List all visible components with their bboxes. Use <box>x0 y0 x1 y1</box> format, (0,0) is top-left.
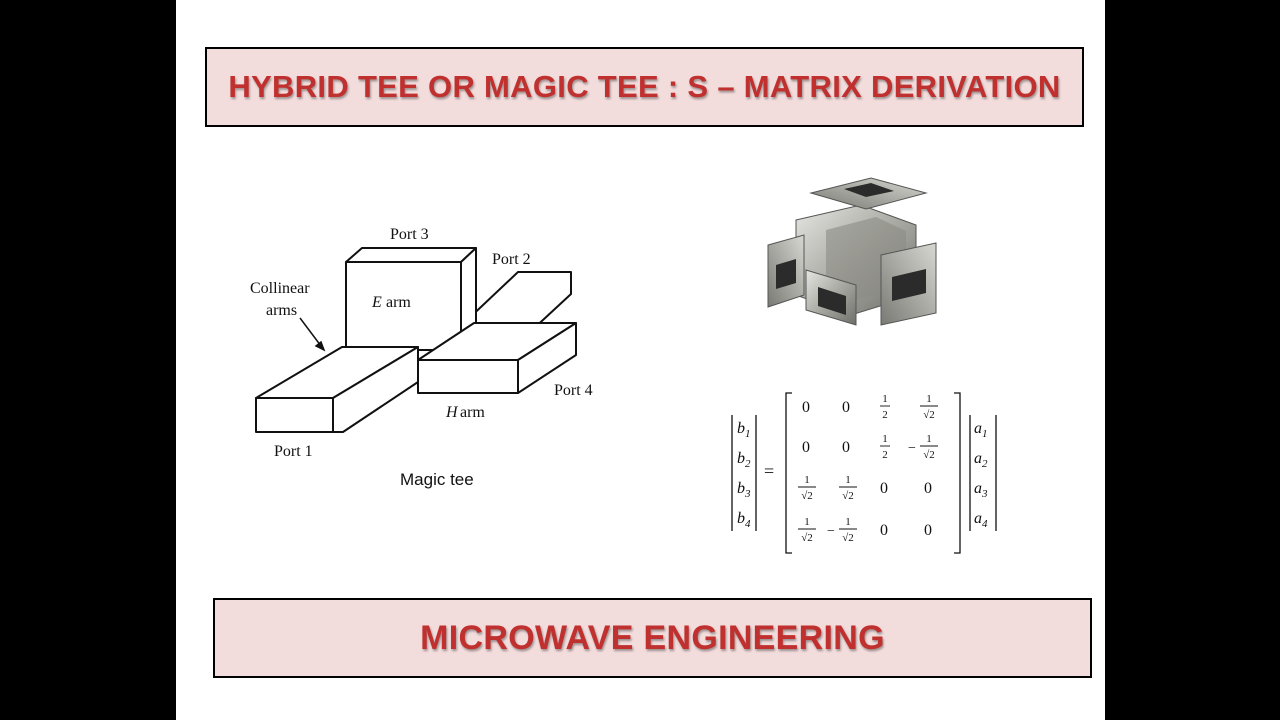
port1-arm-front <box>255 397 334 433</box>
port3-label: Port 3 <box>390 226 429 243</box>
slide-title: HYBRID TEE OR MAGIC TEE : S – MATRIX DER… <box>228 69 1061 104</box>
b2: b2 <box>737 450 751 470</box>
magic-tee-diagram: Port 3 Port 2 Port 4 Port 1 Collinear ar… <box>250 226 593 460</box>
s12: 0 <box>842 399 850 416</box>
s31-num: 1 <box>804 474 810 486</box>
port1-arm-side <box>332 346 419 433</box>
s42-minus: − <box>827 524 835 539</box>
s23-den: 2 <box>882 449 888 461</box>
s32-den: √2 <box>842 490 854 502</box>
b3: b3 <box>737 480 751 500</box>
s42-den: √2 <box>842 532 854 544</box>
s42-num: 1 <box>845 516 851 528</box>
collinear-label-line2: arms <box>266 302 297 319</box>
s24-den: √2 <box>923 449 935 461</box>
s33: 0 <box>880 480 888 497</box>
e-arm-top <box>345 247 477 263</box>
course-title: MICROWAVE ENGINEERING <box>420 618 885 657</box>
s24-num: 1 <box>926 433 932 445</box>
s-matrix-equation: b1 b2 b3 b4 = 0 0 1 2 1 √2 0 0 1 2 − 1 √… <box>731 392 997 554</box>
s32-num: 1 <box>845 474 851 486</box>
h-arm-word: arm <box>460 404 485 421</box>
e-arm-word: arm <box>386 294 411 311</box>
title-banner: HYBRID TEE OR MAGIC TEE : S – MATRIX DER… <box>205 47 1084 127</box>
s31-den: √2 <box>801 490 813 502</box>
s34: 0 <box>924 480 932 497</box>
footer-banner: MICROWAVE ENGINEERING <box>213 598 1092 678</box>
b4: b4 <box>737 510 751 530</box>
s22: 0 <box>842 439 850 456</box>
s44: 0 <box>924 522 932 539</box>
s13-den: 2 <box>882 409 888 421</box>
s13-num: 1 <box>882 393 888 405</box>
a4: a4 <box>974 510 988 530</box>
port2-label: Port 2 <box>492 251 531 268</box>
s24-minus: − <box>908 441 916 456</box>
h-arm-letter: H <box>445 404 459 421</box>
s11: 0 <box>802 399 810 416</box>
magic-tee-photo <box>767 177 937 326</box>
s21: 0 <box>802 439 810 456</box>
s14-den: √2 <box>923 409 935 421</box>
a1: a1 <box>974 420 988 440</box>
s41-num: 1 <box>804 516 810 528</box>
e-arm-letter: E <box>371 294 382 311</box>
port1-label: Port 1 <box>274 443 313 460</box>
b1: b1 <box>737 420 751 440</box>
equals-sign: = <box>764 461 774 481</box>
collinear-label-line1: Collinear <box>250 280 310 297</box>
s14-num: 1 <box>926 393 932 405</box>
s23-num: 1 <box>882 433 888 445</box>
s43: 0 <box>880 522 888 539</box>
a3: a3 <box>974 480 988 500</box>
slide: HYBRID TEE OR MAGIC TEE : S – MATRIX DER… <box>176 0 1105 720</box>
port4-arm-front <box>417 359 519 394</box>
s41-den: √2 <box>801 532 813 544</box>
port4-arm-side <box>517 322 577 394</box>
diagram-caption: Magic tee <box>400 470 474 489</box>
a2: a2 <box>974 450 988 470</box>
port4-label: Port 4 <box>554 382 593 399</box>
